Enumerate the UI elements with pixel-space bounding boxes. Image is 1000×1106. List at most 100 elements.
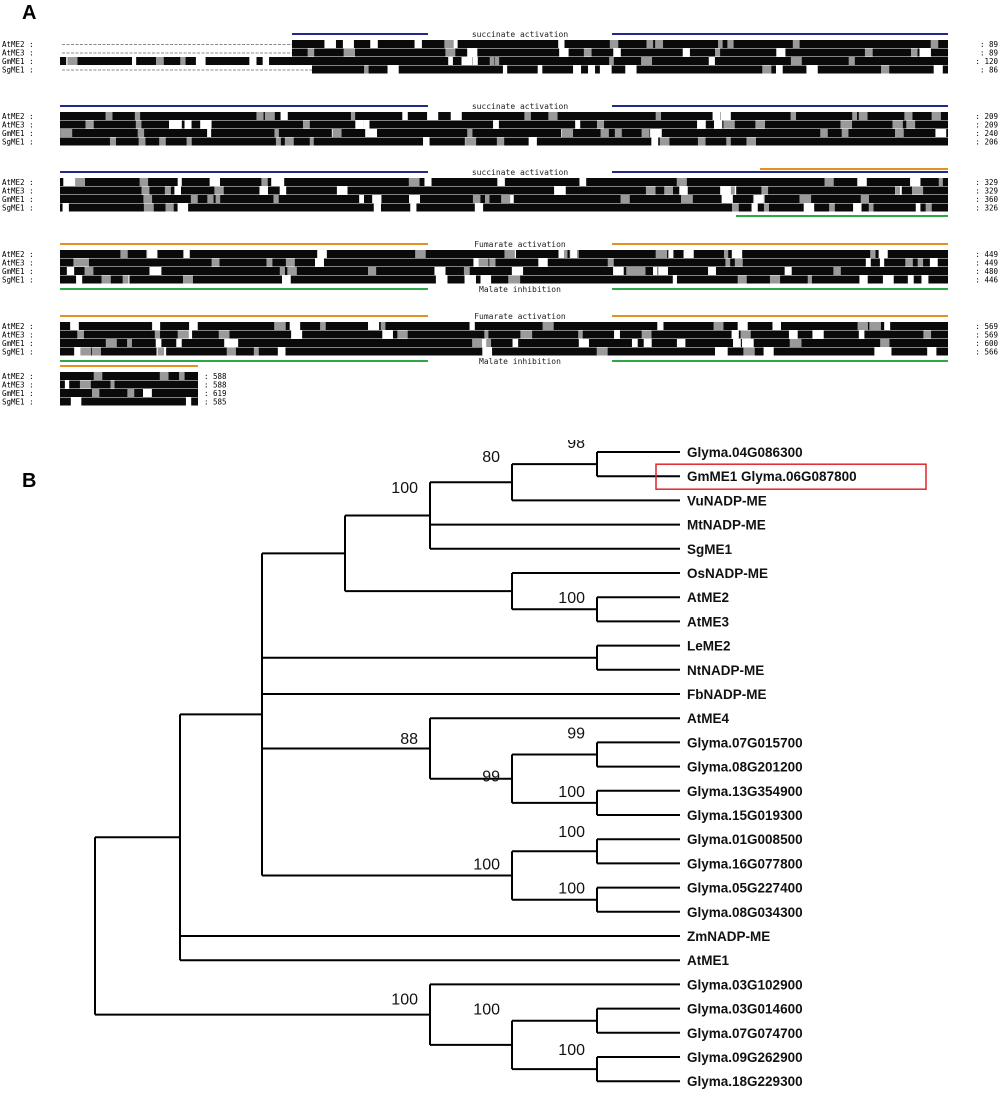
bootstrap-value: 100 xyxy=(558,1042,585,1059)
variant-residue xyxy=(70,322,79,330)
variant-residue xyxy=(179,372,185,380)
aligned-residues xyxy=(60,250,948,258)
variant-residue xyxy=(279,267,285,275)
variant-residue xyxy=(910,178,921,186)
variant-residue xyxy=(625,65,637,74)
bootstrap-value: 99 xyxy=(567,725,585,742)
variant-residue xyxy=(478,258,489,267)
leaf-label: AtME2 xyxy=(687,590,729,605)
leaf-label: NtNADP-ME xyxy=(687,663,764,678)
sequence-name: AtME3 : xyxy=(2,381,34,390)
sequence-end-position: : 588 xyxy=(204,372,227,381)
variant-residue xyxy=(878,250,888,258)
variant-residue xyxy=(874,347,883,356)
variant-residue xyxy=(776,48,786,57)
variant-residue xyxy=(122,275,129,284)
sequence-end-position: : 619 xyxy=(204,389,227,398)
variant-residue xyxy=(655,40,664,48)
variant-residue xyxy=(721,195,733,203)
variant-residue xyxy=(207,129,212,137)
variant-residue xyxy=(343,48,356,57)
variant-residue xyxy=(274,129,279,137)
variant-residue xyxy=(486,339,492,347)
variant-residue xyxy=(143,195,153,203)
sequence-end-position: : 600 xyxy=(975,339,998,348)
variant-residue xyxy=(365,129,378,137)
variant-residue xyxy=(613,48,621,57)
variant-residue xyxy=(869,322,881,330)
annotation-label: succinate activation xyxy=(472,30,569,39)
variant-residue xyxy=(681,195,693,203)
variant-residue xyxy=(824,178,834,186)
sequence-end-position: : 569 xyxy=(975,331,998,340)
variant-residue xyxy=(215,195,221,203)
variant-residue xyxy=(668,250,674,258)
variant-residue xyxy=(729,186,735,195)
variant-residue xyxy=(840,120,853,129)
variant-residue xyxy=(895,129,904,137)
aligned-residues xyxy=(60,322,948,330)
variant-residue xyxy=(494,57,500,65)
sequence-end-position: : 569 xyxy=(975,322,998,331)
variant-residue xyxy=(676,339,686,347)
variant-residue xyxy=(727,40,734,48)
variant-residue xyxy=(434,267,446,275)
variant-residue xyxy=(579,178,587,186)
variant-residue xyxy=(154,330,161,339)
variant-residue xyxy=(858,330,865,339)
variant-residue xyxy=(743,347,755,356)
variant-residue xyxy=(906,120,916,129)
variant-residue xyxy=(554,186,561,195)
sequence-end-position: : 585 xyxy=(204,398,227,407)
leaf-label: Glyma.01G008500 xyxy=(687,832,803,847)
sequence-name: AtME2 : xyxy=(2,112,34,121)
variant-residue xyxy=(408,195,420,203)
variant-residue xyxy=(165,203,172,212)
variant-residue xyxy=(715,347,721,356)
bootstrap-value: 100 xyxy=(391,480,418,497)
variant-residue xyxy=(137,129,145,137)
variant-residue xyxy=(211,258,220,267)
variant-residue xyxy=(620,195,630,203)
variant-residue xyxy=(931,112,941,120)
sequence-name: AtME3 : xyxy=(2,121,34,130)
variant-residue xyxy=(858,112,868,120)
variant-residue xyxy=(472,57,478,65)
variant-residue xyxy=(171,120,182,129)
variant-residue xyxy=(489,57,495,65)
variant-residue xyxy=(501,195,511,203)
sequence-name: AtME2 : xyxy=(2,250,34,259)
variant-residue xyxy=(127,389,135,397)
variant-residue xyxy=(320,322,326,330)
variant-residue xyxy=(77,330,84,339)
variant-residue xyxy=(309,137,314,146)
leaf-label: FbNADP-ME xyxy=(687,687,767,702)
sequence-end-position: : 209 xyxy=(975,112,998,121)
variant-residue xyxy=(105,112,113,120)
sequence-end-position: : 449 xyxy=(975,259,998,268)
variant-residue xyxy=(373,203,381,212)
variant-residue xyxy=(600,129,609,137)
variant-residue xyxy=(143,389,152,397)
sequence-name: AtME2 : xyxy=(2,178,34,187)
variant-residue xyxy=(769,275,781,284)
variant-residue xyxy=(561,129,574,137)
panel-label-a: A xyxy=(22,2,37,24)
variant-residue xyxy=(741,339,754,347)
variant-residue xyxy=(83,258,89,267)
leaf-label: Glyma.07G015700 xyxy=(687,735,803,750)
leaf-label: LeME2 xyxy=(687,639,731,654)
variant-residue xyxy=(180,57,186,65)
variant-residue xyxy=(473,258,481,267)
variant-residue xyxy=(733,339,741,347)
variant-residue xyxy=(259,186,269,195)
variant-residue xyxy=(512,339,519,347)
sequence-name: GmME1 : xyxy=(2,57,34,66)
variant-residue xyxy=(164,186,171,195)
sequence-name: SgME1 : xyxy=(2,66,34,75)
aligned-residues xyxy=(60,203,948,212)
variant-residue xyxy=(302,120,310,129)
leaf-label: Glyma.18G229300 xyxy=(687,1074,803,1089)
